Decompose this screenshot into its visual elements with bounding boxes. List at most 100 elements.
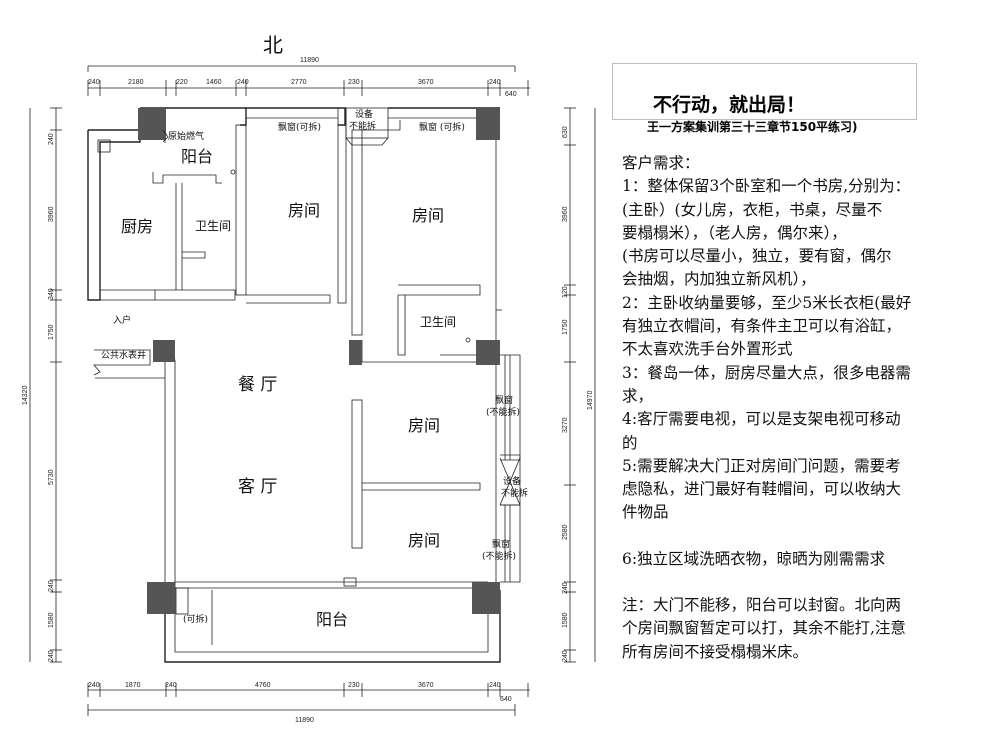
right-dim-3: 1750 xyxy=(562,319,569,335)
bottom-dim-5: 3670 xyxy=(418,682,434,689)
top-dim-6: 230 xyxy=(348,79,360,86)
note-bay-fixed-1a: 飘窗 xyxy=(495,394,513,406)
room-label-balcony-south: 阳台 xyxy=(316,610,348,629)
top-total-dim: 11890 xyxy=(300,57,319,64)
title-main: 不行动，就出局！ xyxy=(653,94,806,116)
right-dim-8: 240 xyxy=(562,650,569,662)
bottom-dim-4: 230 xyxy=(348,682,360,689)
note-line: 所有房间不接受榻榻米床。 xyxy=(622,642,809,661)
note-bay-window-1: 飘窗(可拆) xyxy=(278,121,321,133)
client-requirements: 客户需求： 1：整体保留3个卧室和一个书房,分别为： (主卧）(女儿房，衣柜，书… xyxy=(622,152,922,664)
column xyxy=(147,582,175,614)
requirement-line: 不太喜欢洗手台外置形式 xyxy=(622,340,793,359)
walls xyxy=(87,107,521,663)
right-dim-6: 240 xyxy=(562,582,569,594)
room-label-room-1: 房间 xyxy=(288,201,320,220)
north-label: 北 xyxy=(263,33,283,57)
bottom-dim-6: 240 xyxy=(489,682,501,689)
left-dim-2: 340 xyxy=(48,288,55,300)
gas-pipe-icon xyxy=(162,129,471,343)
top-dim-3: 1460 xyxy=(206,79,222,86)
right-dimensions: 630 3960 120 1750 3270 2580 240 1580 240… xyxy=(562,107,596,663)
bottom-dim-2: 240 xyxy=(165,682,177,689)
note-line: 个房间飘窗暂定可以打，其余不能打,注意 xyxy=(622,619,906,638)
column xyxy=(476,108,500,140)
room-label-room-4: 房间 xyxy=(408,531,440,550)
right-dim-0: 630 xyxy=(562,126,569,138)
requirement-line: 的 xyxy=(622,433,638,452)
top-dim-8: 240 xyxy=(489,79,501,86)
bottom-total-dim: 11890 xyxy=(295,717,314,724)
requirement-line: 5:需要解决大门正对房间门问题，需要考 xyxy=(622,456,901,475)
requirement-line-6: 6:独立区域洗晒衣物，晾晒为刚需需求 xyxy=(622,549,886,568)
note-bay-window-2: 飘窗 (可拆) xyxy=(419,121,465,133)
room-label-dining: 餐 厅 xyxy=(238,375,277,395)
room-label-room-3: 房间 xyxy=(408,416,440,435)
room-label-balcony-north: 阳台 xyxy=(181,147,213,166)
note-water-meter: 公共水表井 xyxy=(101,349,146,361)
requirement-line: 3：餐岛一体，厨房尽量大点，很多电器需 xyxy=(622,363,911,382)
note-bay-fixed-2a: 飘窗 xyxy=(492,538,510,550)
left-dim-4: 5730 xyxy=(48,469,55,485)
left-dim-3: 1750 xyxy=(48,324,55,340)
left-dim-6: 1580 xyxy=(48,612,55,628)
title-sub: 王一方案集训第三十三章节150平练习) xyxy=(647,120,858,134)
column xyxy=(476,340,500,365)
column xyxy=(138,108,166,140)
bottom-dim-extra: 640 xyxy=(500,696,512,703)
requirement-line: 件物品 xyxy=(622,503,669,522)
column xyxy=(349,340,362,365)
column xyxy=(472,582,500,614)
left-dimensions: 240 3960 340 1750 5730 240 1580 240 1432… xyxy=(22,107,62,663)
left-total-dim: 14320 xyxy=(22,385,29,405)
top-dim-1: 2180 xyxy=(128,79,144,86)
note-bay-fixed-1b: (不能拆) xyxy=(486,406,520,418)
left-dim-7: 240 xyxy=(48,650,55,662)
requirement-line: 虑隐私，进门最好有鞋帽间，可以收纳大 xyxy=(622,480,902,499)
requirement-line: (主卧）(女儿房，衣柜，书桌，尽量不 xyxy=(622,200,883,219)
note-line: 注：大门不能移，阳台可以封窗。北向两 xyxy=(622,596,902,615)
requirement-line: 1：整体保留3个卧室和一个书房,分别为： xyxy=(622,177,911,196)
left-dim-1: 3960 xyxy=(48,206,55,222)
note-removable: (可拆) xyxy=(183,613,208,625)
top-dim-4: 240 xyxy=(237,79,249,86)
requirement-line: 有独立衣帽间，有条件主卫可以有浴缸， xyxy=(622,317,902,336)
requirement-line: 要榻榻米），（老人房，偶尔来）， xyxy=(622,223,847,242)
note-equipment-right-2: 不能拆 xyxy=(501,487,528,499)
right-dim-2: 120 xyxy=(562,286,569,298)
top-dim-extra: 640 xyxy=(505,91,517,98)
structural-columns xyxy=(138,108,500,614)
top-dim-7: 3670 xyxy=(418,79,434,86)
room-label-room-2: 房间 xyxy=(412,206,444,225)
title-box: 不行动，就出局！ 王一方案集训第三十三章节150平练习) xyxy=(612,63,917,134)
right-dim-7: 1580 xyxy=(562,612,569,628)
note-gas: 原始燃气 xyxy=(168,130,204,142)
top-dim-5: 2770 xyxy=(291,79,307,86)
requirement-line: 2：主卧收纳量要够，至少5米长衣柜(最好 xyxy=(622,293,912,312)
note-bay-fixed-2b: (不能拆) xyxy=(482,550,516,562)
requirements-heading: 客户需求： xyxy=(622,154,700,172)
left-dim-0: 240 xyxy=(48,133,55,145)
bottom-dim-0: 240 xyxy=(88,682,100,689)
room-label-living: 客 厅 xyxy=(238,477,277,497)
bottom-dimensions: 240 1870 240 4760 230 3670 240 640 11890 xyxy=(87,682,530,724)
floor-plan: 北 11890 240 2180 220 1460 240 2770 230 3… xyxy=(22,33,596,724)
note-equipment-top-1: 设备 xyxy=(355,108,373,120)
top-dimensions: 11890 240 2180 220 1460 240 2770 230 367… xyxy=(87,57,530,98)
column xyxy=(153,340,175,362)
requirement-line: (书房可以尽量小，独立，要有窗，偶尔 xyxy=(622,247,892,266)
right-dim-4: 3270 xyxy=(562,417,569,433)
right-total-dim: 14970 xyxy=(587,390,594,410)
top-dim-2: 220 xyxy=(176,79,188,86)
left-dim-5: 240 xyxy=(48,580,55,592)
room-label-kitchen: 厨房 xyxy=(121,217,153,236)
right-dim-5: 2580 xyxy=(562,524,569,540)
bottom-dim-3: 4760 xyxy=(255,682,271,689)
note-equipment-right-1: 设备 xyxy=(503,475,521,487)
requirement-line: 会抽烟，内加独立新风机）， xyxy=(622,270,816,289)
requirement-line: 求， xyxy=(622,386,654,405)
note-entrance: 入户 xyxy=(113,314,131,326)
room-label-bathroom-left: 卫生间 xyxy=(195,219,231,233)
top-dim-0: 240 xyxy=(88,79,100,86)
note-equipment-top-2: 不能拆 xyxy=(349,120,376,132)
